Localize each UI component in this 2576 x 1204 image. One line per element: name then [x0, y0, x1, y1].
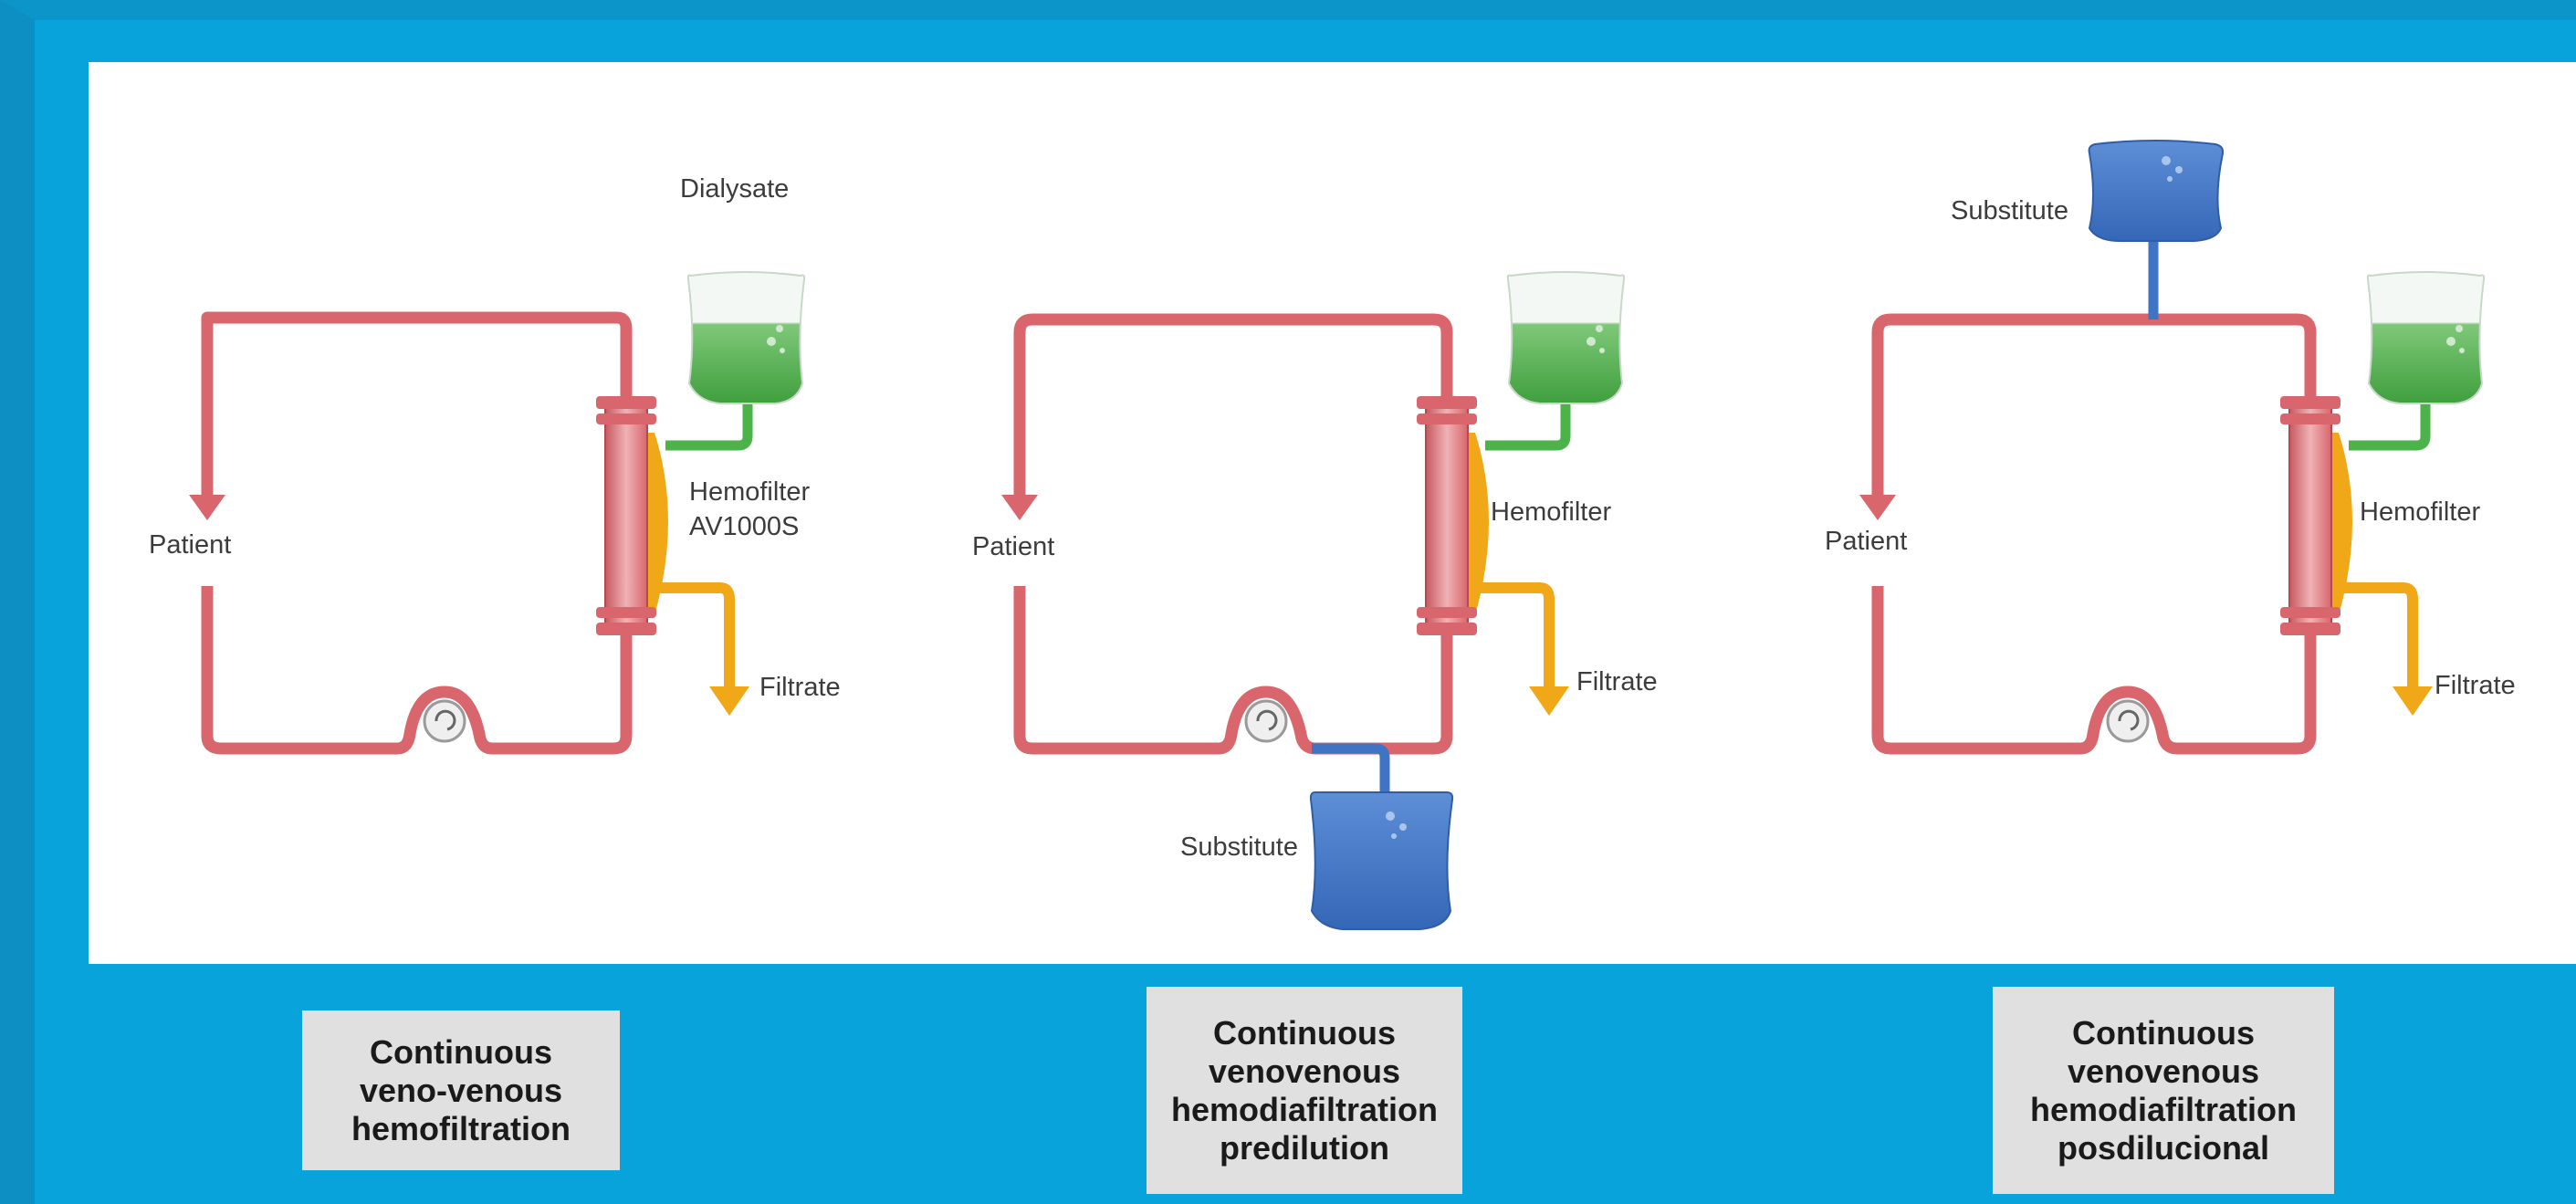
label-substitute: Substitute: [1951, 196, 2068, 225]
substitute-line: [1312, 743, 1390, 792]
filtrate-line: [653, 582, 735, 692]
dialysate-bag-icon: [1506, 271, 1626, 404]
substitute-bag-icon: [2088, 140, 2225, 242]
dialysate-bag-icon: [686, 271, 806, 404]
caption-line: Continuous: [2072, 1013, 2255, 1052]
caption-line: Continuous: [370, 1032, 552, 1071]
filtrate-line: [2336, 582, 2418, 692]
hemofilter-icon: [596, 396, 668, 635]
label-filtrate: Filtrate: [1576, 667, 1658, 696]
blood-line-return: [1871, 586, 2317, 755]
caption-line: Continuous: [1213, 1013, 1396, 1052]
label-hemofilter: Hemofilter AV1000S: [689, 475, 810, 544]
caption-line: venovenous: [2067, 1052, 2260, 1090]
pump-icon: [423, 699, 466, 743]
blood-line: [1871, 313, 2317, 500]
caption-line: predilution: [1220, 1128, 1389, 1167]
caption-line: hemodiafiltration: [1170, 1090, 1438, 1128]
diagram-cvvhdf-predilution: [1001, 271, 1626, 930]
filtrate-arrow: [1529, 686, 1569, 716]
caption-line: posdilucional: [2057, 1128, 2269, 1167]
label-hemofilter-line1: Hemofilter: [689, 477, 811, 507]
label-filtrate: Filtrate: [2435, 671, 2516, 700]
filtrate-arrow: [2393, 686, 2433, 716]
dialysate-bag-icon: [2366, 271, 2486, 404]
patient-arrow: [189, 495, 225, 520]
dialysate-line: [1485, 382, 1571, 451]
substitute-bag-icon: [1309, 791, 1454, 930]
pump-icon: [2106, 699, 2150, 743]
hemofilter-icon: [2280, 396, 2352, 635]
label-hemofilter: Hemofilter: [1491, 497, 1612, 527]
caption-line: hemofiltration: [351, 1109, 571, 1147]
crrt-diagrams: [189, 140, 2486, 930]
patient-arrow: [1001, 495, 1038, 520]
filtrate-arrow: [709, 686, 749, 716]
label-substitute: Substitute: [1180, 832, 1298, 862]
filtrate-line: [1472, 582, 1555, 692]
label-hemofilter-model: AV1000S: [689, 512, 800, 541]
dialysate-line: [2349, 382, 2431, 451]
label-patient: Patient: [972, 532, 1055, 561]
patient-arrow: [1859, 495, 1896, 520]
label-patient: Patient: [1825, 527, 1908, 556]
caption-line: veno-venous: [359, 1071, 563, 1109]
diagram-cvvh: [189, 271, 806, 755]
caption-cvvh: Continuous veno-venous hemofiltration: [302, 1010, 620, 1170]
caption-line: venovenous: [1208, 1052, 1401, 1090]
blood-line-return: [201, 586, 633, 755]
pump-icon: [1244, 699, 1288, 743]
caption-line: hemodiafiltration: [2029, 1090, 2297, 1128]
diagram-panel: Dialysate Patient Hemofilter AV1000S Fil…: [89, 62, 2576, 964]
label-dialysate: Dialysate: [680, 174, 790, 204]
blood-line: [1013, 313, 1453, 500]
dialysate-line: [665, 382, 753, 451]
diagram-cvvhdf-postdilution: [1859, 140, 2486, 755]
label-patient: Patient: [149, 530, 232, 560]
blood-line: [201, 311, 633, 500]
caption-cvvhdf-postdilution: Continuous venovenous hemodiafiltration …: [1993, 987, 2334, 1194]
caption-cvvhdf-predilution: Continuous venovenous hemodiafiltration …: [1147, 987, 1462, 1194]
blood-line-return: [1013, 586, 1453, 755]
label-hemofilter: Hemofilter: [2360, 497, 2481, 527]
hemofilter-icon: [1417, 396, 1489, 635]
label-filtrate: Filtrate: [759, 673, 841, 702]
